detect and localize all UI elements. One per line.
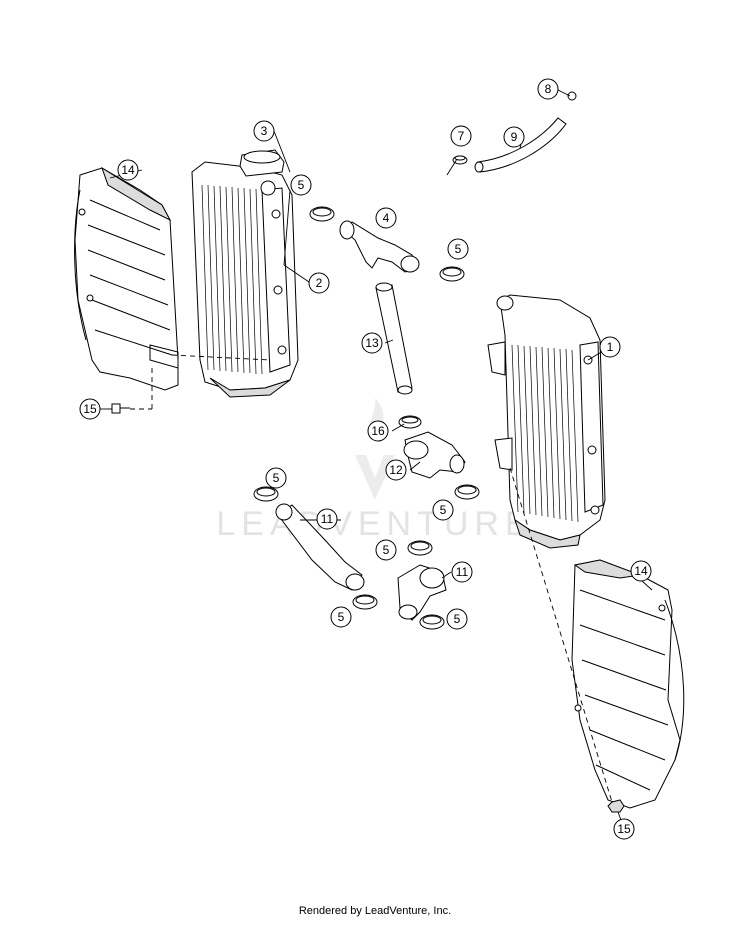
svg-text:11: 11 <box>321 512 334 526</box>
hose-clamp-8[interactable] <box>419 614 445 630</box>
footer-credit: Rendered by LeadVenture, Inc. <box>298 905 452 917</box>
svg-text:4: 4 <box>383 211 390 225</box>
callout-15a: 15 <box>79 398 101 420</box>
callout-14a: 14 <box>117 159 139 181</box>
callout-5a: 5 <box>290 174 312 196</box>
svg-text:5: 5 <box>454 612 461 626</box>
callout-1: 1 <box>599 336 621 358</box>
svg-text:15: 15 <box>617 822 631 836</box>
left-radiator[interactable] <box>191 149 299 398</box>
svg-text:16: 16 <box>371 424 385 438</box>
callout-4: 4 <box>375 207 397 229</box>
left-radiator-guard[interactable] <box>74 166 179 391</box>
callout-13: 13 <box>361 332 383 354</box>
breather-hose[interactable] <box>474 117 567 173</box>
svg-text:7: 7 <box>458 129 465 143</box>
watermark-text: LEADVENTURE <box>216 505 533 543</box>
hose-vertical-pipe[interactable] <box>375 282 413 395</box>
hose-upper-elbow[interactable] <box>339 220 420 273</box>
callout-2: 2 <box>308 272 330 294</box>
callout-5c: 5 <box>265 467 287 489</box>
svg-text:5: 5 <box>440 503 447 517</box>
hose-clamp-2[interactable] <box>439 266 465 282</box>
right-radiator-guard[interactable] <box>571 559 685 809</box>
callout-8: 8 <box>537 78 559 100</box>
svg-text:15: 15 <box>83 402 97 416</box>
svg-text:13: 13 <box>365 336 379 350</box>
watermark: LEADVENTURE <box>216 398 533 543</box>
screw-left[interactable] <box>111 403 130 414</box>
hose-clamp-7[interactable] <box>352 594 378 610</box>
callout-11a: 11 <box>316 508 338 530</box>
hose-middle-elbow[interactable] <box>403 431 466 479</box>
svg-text:5: 5 <box>455 242 462 256</box>
hose-lower-right-elbow[interactable] <box>397 564 447 621</box>
callout-5b: 5 <box>447 238 469 260</box>
breather-hose-clamp-small[interactable] <box>567 91 577 101</box>
callout-3: 3 <box>253 120 275 142</box>
hose-lower-left[interactable] <box>275 503 365 591</box>
callout-15b: 15 <box>613 818 635 840</box>
callout-5g: 5 <box>446 608 468 630</box>
hose-clamp-4[interactable] <box>454 484 480 500</box>
leader-lines <box>96 89 653 829</box>
svg-text:3: 3 <box>261 124 268 138</box>
callout-12: 12 <box>385 459 407 481</box>
callout-5e: 5 <box>375 539 397 561</box>
right-radiator[interactable] <box>487 294 606 549</box>
svg-text:14: 14 <box>121 163 135 177</box>
svg-text:9: 9 <box>511 130 518 144</box>
svg-text:5: 5 <box>273 471 280 485</box>
svg-text:8: 8 <box>545 82 552 96</box>
callout-14b: 14 <box>630 560 652 582</box>
callout-5f: 5 <box>330 606 352 628</box>
hose-clamp-1[interactable] <box>309 206 335 222</box>
callouts: 1 2 3 4 5 5 5 5 5 5 5 7 8 9 11 11 12 13 … <box>79 78 652 840</box>
hose-clamp-3[interactable] <box>398 415 422 429</box>
callout-16: 16 <box>367 420 389 442</box>
svg-text:14: 14 <box>634 564 648 578</box>
breather-hose-clip[interactable] <box>452 155 468 165</box>
callout-5d: 5 <box>432 499 454 521</box>
svg-text:12: 12 <box>389 463 403 477</box>
svg-text:5: 5 <box>298 178 305 192</box>
svg-text:5: 5 <box>383 543 390 557</box>
svg-text:1: 1 <box>607 340 614 354</box>
hose-clamp-6[interactable] <box>407 540 433 556</box>
hose-clamp-5[interactable] <box>253 486 279 502</box>
callout-9: 9 <box>503 126 525 148</box>
svg-text:5: 5 <box>338 610 345 624</box>
svg-text:2: 2 <box>316 276 323 290</box>
watermark-logo <box>355 398 395 500</box>
callout-11b: 11 <box>451 561 473 583</box>
callout-7: 7 <box>450 125 472 147</box>
nut-right[interactable] <box>607 799 625 813</box>
svg-text:11: 11 <box>456 565 469 579</box>
